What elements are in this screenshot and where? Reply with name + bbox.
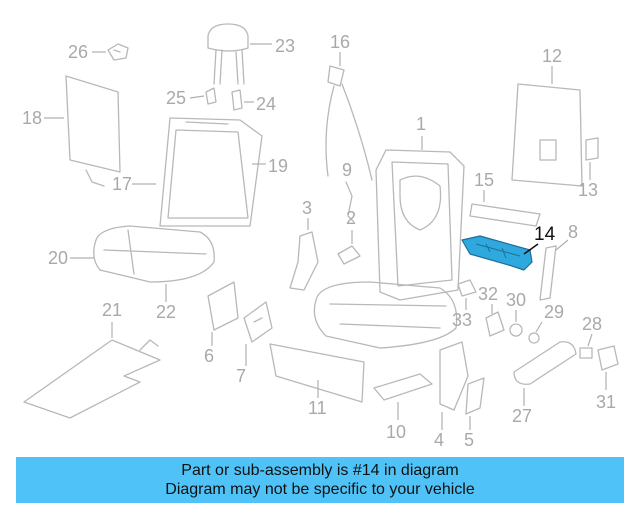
callout-20: 20 [48,248,68,268]
callout-28: 28 [582,314,602,334]
callout-15: 15 [474,170,494,190]
part-20-seat-cushion [93,225,215,283]
part-28-bushing [579,347,593,359]
callout-24: 24 [256,94,276,114]
part-31-cap [597,345,619,371]
part-19-seatback-frame [159,117,263,227]
callout-19: 19 [268,156,288,176]
callout-4: 4 [434,430,444,450]
part-13-latch [585,137,599,161]
part-18-back-panel [65,75,121,187]
callout-21: 21 [102,300,122,320]
callout-16: 16 [330,32,350,52]
callout-12: 12 [542,46,562,66]
callout-22: 22 [156,302,176,322]
callout-27: 27 [512,406,532,426]
part-29-nut [528,332,540,344]
part-7-bracket [243,301,273,343]
callout-23: 23 [275,36,295,56]
callout-9: 9 [342,160,352,180]
callout-31: 31 [596,392,616,412]
callout-3: 3 [302,198,312,218]
part-16-cable [325,65,373,181]
parts-diagram: 26 23 25 24 18 17 19 20 22 [22,23,619,450]
callout-25: 25 [166,88,186,108]
callout-1: 1 [416,114,426,134]
part-23-headrest [207,23,249,85]
callout-2: 2 [346,208,356,228]
part-1-seat-frame [313,149,465,349]
part-8-strip [539,245,557,301]
callout-18: 18 [22,108,42,128]
callout-29: 29 [544,302,564,322]
callout-14: 14 [534,224,556,245]
callout-32: 32 [478,284,498,304]
part-2-lever [337,245,361,265]
callout-6: 6 [204,346,214,366]
callout-33: 33 [452,310,472,330]
callout-26: 26 [68,42,88,62]
callout-7: 7 [236,366,246,386]
part-15-plate [469,203,541,227]
callout-8: 8 [568,222,578,242]
part-11-rail-cover [269,343,365,403]
part-32-bracket [485,311,505,337]
callout-11: 11 [308,398,327,418]
part-33-clip [457,279,477,297]
callout-5: 5 [464,430,474,450]
callout-30: 30 [506,290,526,310]
part-6-panel [207,281,239,331]
part-30-bolt [509,323,523,337]
part-26-clip [107,43,129,61]
part-9-bracket [345,181,355,223]
part-4-side-shield [439,341,469,411]
part-3-cover [289,231,319,291]
callout-17: 17 [112,174,132,194]
part-27-armrest [513,341,577,385]
callout-13: 13 [578,180,598,200]
banner-line-2: Diagram may not be specific to your vehi… [165,481,475,498]
info-banner: Part or sub-assembly is #14 in diagram D… [16,457,624,503]
part-10-trim [373,373,433,401]
part-25-guide [205,87,217,105]
part-24-guide [231,89,243,111]
part-14-bracket-highlighted [461,235,533,271]
part-5-cover [465,377,485,415]
part-12-back-cover [511,83,583,187]
banner-line-1: Part or sub-assembly is #14 in diagram [181,462,459,479]
part-21-mat [23,339,161,419]
callout-10: 10 [386,422,406,442]
